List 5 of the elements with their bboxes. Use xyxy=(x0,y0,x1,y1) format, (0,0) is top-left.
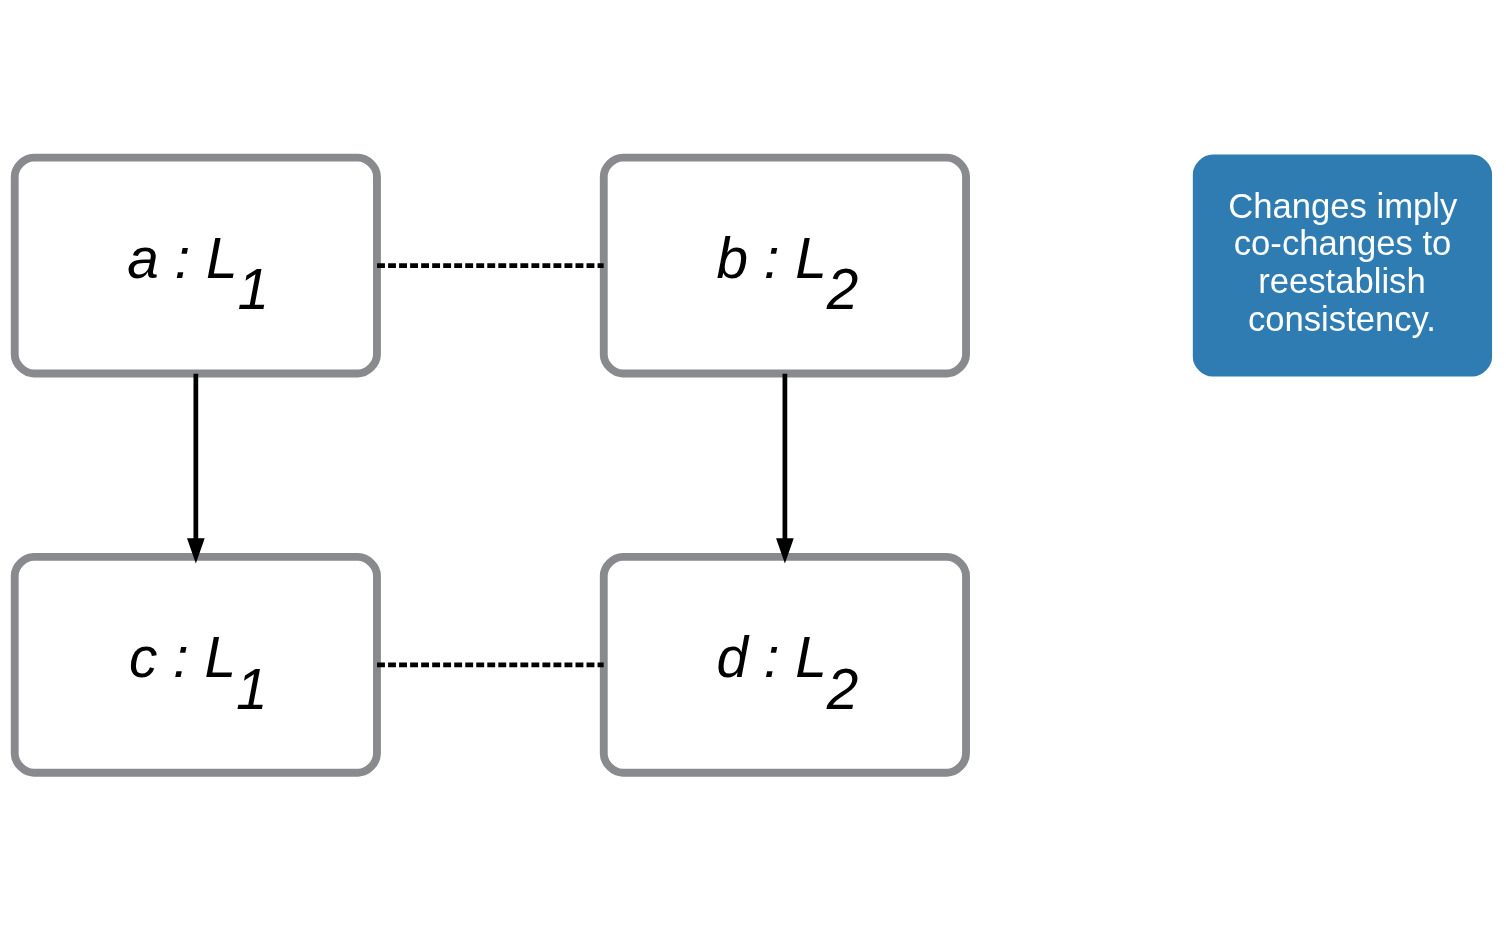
arrow xyxy=(776,373,794,563)
node-box: Changes imply co-changes to reestablish consistency. xyxy=(1192,154,1493,377)
arrow xyxy=(187,373,205,563)
connector xyxy=(377,262,604,268)
connector xyxy=(377,661,604,667)
